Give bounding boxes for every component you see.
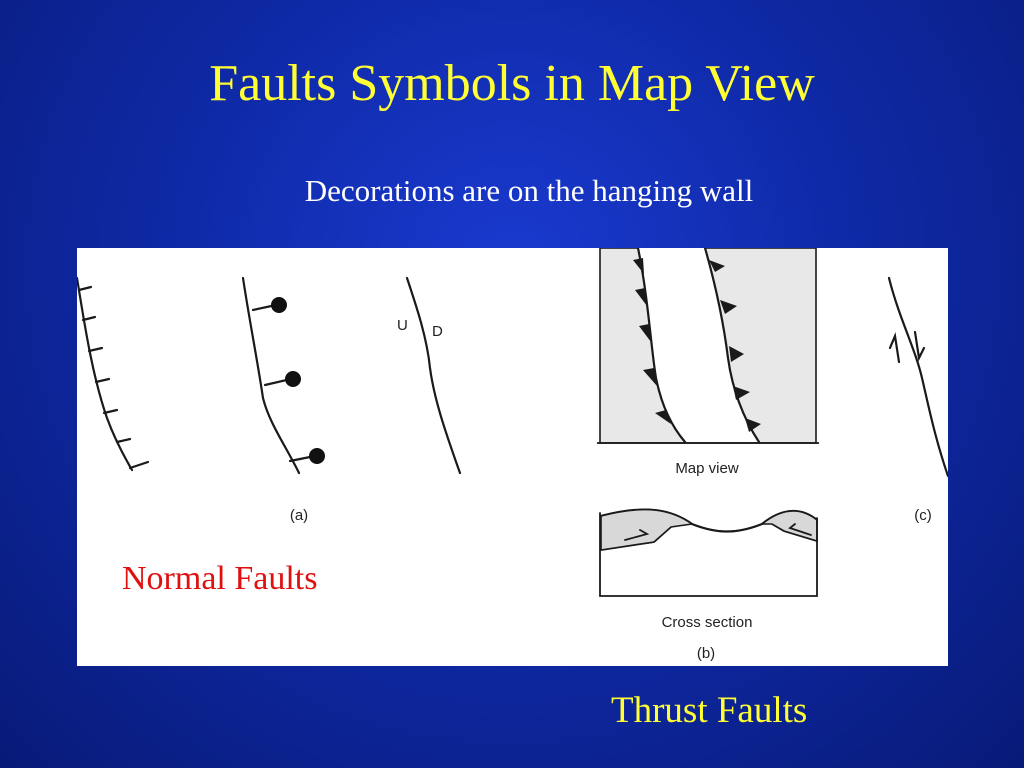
thrust-fault-trace-west-overlay [636,248,687,444]
cross-section-hanging-wall-west [600,508,695,551]
slip-arrow-up-icon [888,331,901,364]
cross-section-hanging-wall-east [759,510,818,543]
thrust-tooth [643,368,657,386]
cross-section-label: Cross section [662,614,753,631]
thrust-tooth [709,260,725,272]
part-a-label: (a) [290,507,308,524]
hanging-wall-tick [102,408,119,415]
part-c-label: (c) [914,507,932,524]
thrust-tooth [733,386,750,400]
fault-trace [241,276,301,475]
thrust-tooth [720,300,737,314]
thrust-tooth [639,324,651,342]
cross-section-box [599,512,818,597]
slip-arrow-down-icon [913,330,926,362]
part-b-label: (b) [697,645,715,662]
map-view-fault-strip [638,248,759,442]
hanging-wall-tick [81,315,97,322]
thrust-tooth [655,410,671,424]
slip-arrow-west [624,529,650,541]
up-label: U [397,317,408,334]
fault-symbols-figure: U D (a) Map view Cross section (b) (c) [77,248,948,662]
slide-title: Faults Symbols in Map View [209,55,815,112]
down-label: D [432,323,443,340]
hanging-wall-tick [94,377,111,384]
cross-section-surface-center [691,523,763,533]
thrust-tooth [729,346,744,362]
map-view-label: Map view [675,460,739,477]
ball-marker [285,371,301,387]
thrust-tooth [745,418,761,432]
ball-marker [309,448,325,464]
normal-faults-caption: Normal Faults [122,560,318,597]
thrust-fault-trace-east-overlay [703,248,761,444]
thrust-tooth [635,288,647,306]
thrust-faults-caption: Thrust Faults [611,690,808,731]
hanging-wall-tick [128,460,150,470]
hanging-wall-tick [87,346,104,353]
hanging-wall-tick [115,437,132,444]
slide-subtitle: Decorations are on the hanging wall [304,173,754,208]
normal-fault-ticks-symbol [77,276,150,472]
strike-slip-fault-trace [887,276,948,478]
fault-figure-panel: U D (a) Map view Cross section (b) (c) [77,248,948,666]
ball-marker [271,297,287,313]
normal-fault-ud-trace [405,276,462,475]
thrust-tooth [633,258,644,274]
slip-arrow-east [788,523,812,536]
fault-trace [77,276,134,472]
thrust-teeth [633,258,761,432]
hanging-wall-tick [77,285,93,292]
